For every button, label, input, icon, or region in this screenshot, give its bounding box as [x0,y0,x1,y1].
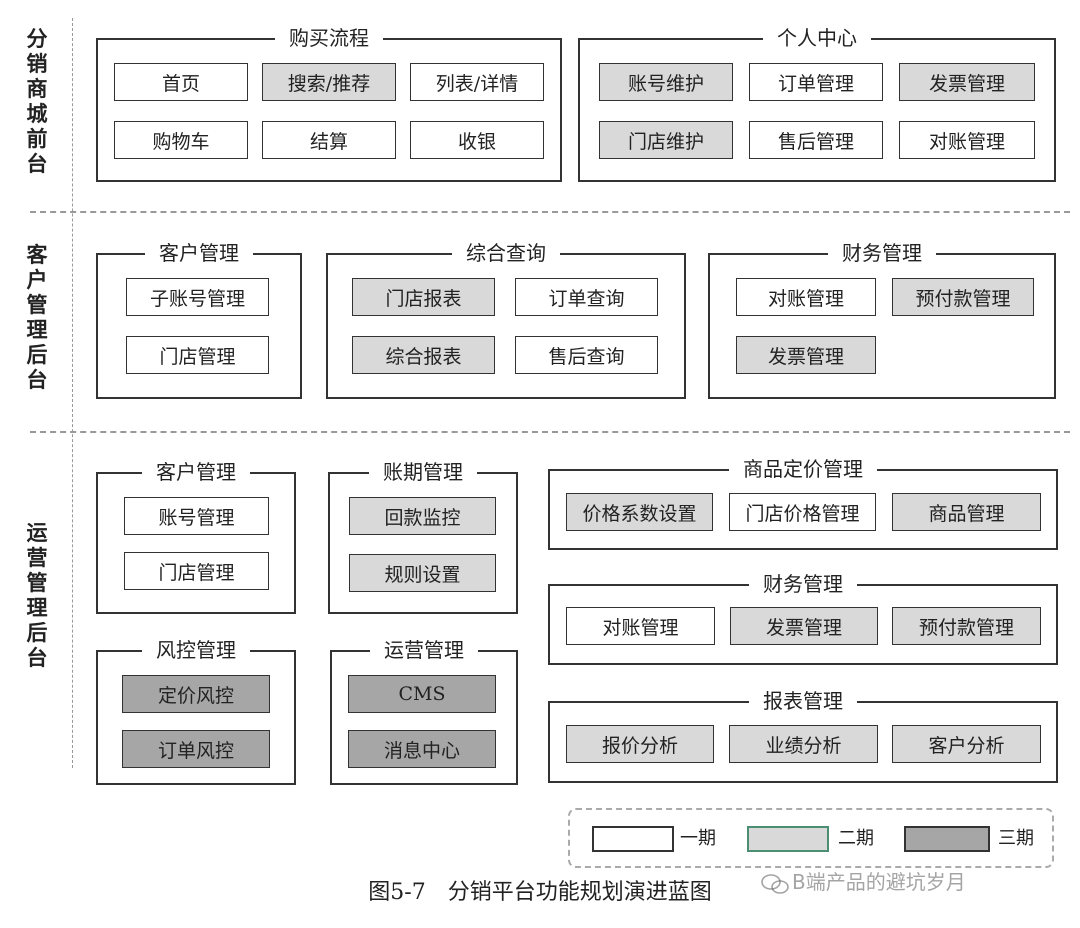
legend-swatch-phase-1 [592,826,674,852]
legend-label-phase-3: 三期 [998,828,1034,849]
item-store-management: 门店管理 [124,552,269,590]
legend-swatch-phase-3 [904,826,990,852]
section-label-customer-admin: 客户管理后台 [26,242,48,392]
group-title-operations: 运营管理 [370,638,478,662]
group-customer-management: 客户管理 [96,241,302,399]
legend-swatch-phase-2 [747,826,829,852]
item-prepayment-management: 预付款管理 [892,607,1041,645]
item-reconciliation-management: 对账管理 [736,278,876,316]
item-cart: 购物车 [114,121,248,159]
item-reconciliation-management: 对账管理 [566,607,715,645]
item-product-management: 商品管理 [892,493,1041,531]
group-title-billing-period: 账期管理 [369,460,477,484]
item-invoice-management: 发票管理 [736,336,876,374]
legend: 一期 二期 三期 [568,808,1054,868]
item-invoice-management: 发票管理 [730,607,878,645]
group-finance-management-ops: 财务管理 [548,572,1058,665]
item-after-sales-query: 售后查询 [515,336,658,374]
group-title-buy-flow: 购买流程 [275,26,383,50]
item-search-recommend: 搜索/推荐 [262,63,396,101]
item-comprehensive-report: 综合报表 [352,336,495,374]
item-order-risk-control: 订单风控 [122,730,270,768]
item-message-center: 消息中心 [348,730,496,768]
group-product-pricing: 商品定价管理 [548,457,1058,550]
group-title-ops-customer-management: 客户管理 [142,460,250,484]
item-rule-settings: 规则设置 [349,554,496,592]
group-title-personal-center: 个人中心 [763,26,871,50]
watermark: B端产品的避坑岁月 [760,866,966,895]
vertical-divider [72,18,73,768]
section-divider-2 [30,431,1070,433]
legend-label-phase-2: 二期 [838,828,874,849]
item-store-report: 门店报表 [352,278,495,316]
item-payment-monitoring: 回款监控 [349,497,496,535]
group-comprehensive-query: 综合查询 [326,241,686,399]
item-performance-analysis: 业绩分析 [729,725,878,763]
section-label-storefront: 分销商城前台 [26,26,48,176]
item-order-management: 订单管理 [749,63,883,101]
group-finance-management-customer: 财务管理 [708,241,1056,399]
item-prepayment-management: 预付款管理 [892,278,1034,316]
item-store-price-management: 门店价格管理 [729,493,876,531]
group-report-management: 报表管理 [548,689,1058,783]
item-home: 首页 [114,63,248,101]
item-quote-analysis: 报价分析 [566,725,714,763]
group-title-finance-management: 财务管理 [828,241,936,265]
group-title-risk-control: 风控管理 [142,638,250,662]
group-personal-center: 个人中心 [578,26,1056,182]
group-title-ops-finance: 财务管理 [749,572,857,596]
item-invoice-management: 发票管理 [899,63,1035,101]
group-title-product-pricing: 商品定价管理 [729,457,877,481]
section-label-ops-admin: 运营管理后台 [26,520,48,670]
group-operations-management: 运营管理 [330,638,518,785]
item-account-maintenance: 账号维护 [599,63,733,101]
group-billing-period-management: 账期管理 [328,460,518,614]
legend-label-phase-1: 一期 [680,828,716,849]
group-title-customer-management: 客户管理 [145,241,253,265]
section-divider-1 [30,211,1070,213]
group-ops-customer-management: 客户管理 [96,460,296,614]
figure-caption: 图5-7 分销平台功能规划演进蓝图 [368,880,712,905]
item-store-maintenance: 门店维护 [599,121,733,159]
item-checkout: 结算 [262,121,396,159]
group-title-report-management: 报表管理 [749,689,857,713]
item-price-coefficient-settings: 价格系数设置 [566,493,713,531]
item-account-management: 账号管理 [124,497,269,535]
item-order-query: 订单查询 [515,278,658,316]
group-buy-flow: 购买流程 [96,26,562,182]
watermark-text: B端产品的避坑岁月 [792,870,966,894]
item-cms: CMS [348,675,496,713]
item-cashier: 收银 [410,121,544,159]
item-list-detail: 列表/详情 [410,63,544,101]
item-store-management: 门店管理 [126,336,269,374]
wechat-icon [761,873,789,894]
item-reconciliation-management: 对账管理 [899,121,1035,159]
item-after-sales-management: 售后管理 [749,121,883,159]
group-title-comprehensive-query: 综合查询 [452,241,560,265]
item-sub-account-management: 子账号管理 [126,278,269,316]
group-risk-control: 风控管理 [96,638,296,785]
item-customer-analysis: 客户分析 [892,725,1041,763]
item-pricing-risk-control: 定价风控 [122,675,270,713]
